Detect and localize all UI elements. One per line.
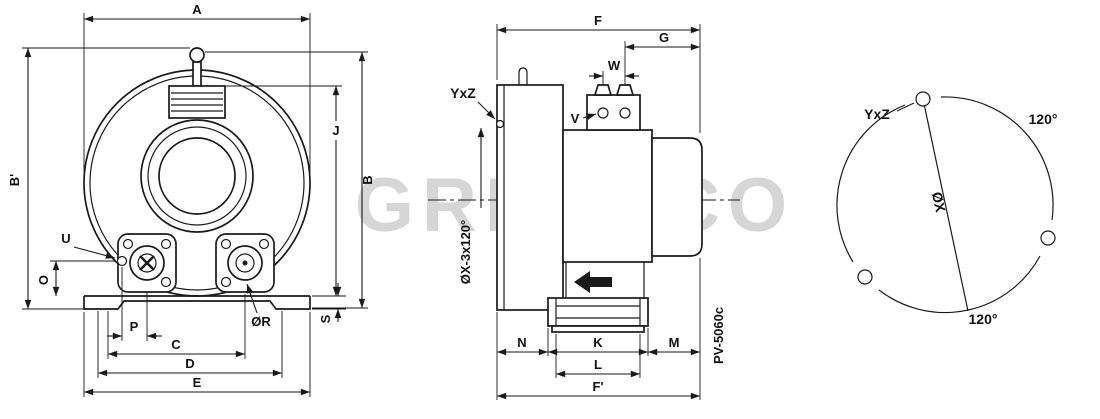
muffler-fins (171, 92, 223, 112)
dim-g: G (624, 30, 700, 71)
dim-label-f: F (594, 13, 602, 28)
port-right-center-dot (242, 260, 248, 266)
eyebolt-ring (189, 47, 205, 63)
top-muffler (168, 85, 226, 119)
dim-n: N (496, 312, 549, 400)
dim-label-u: U (61, 231, 70, 246)
dim-d: D (97, 311, 283, 378)
side-view-body (428, 67, 740, 333)
fan-cowl (651, 137, 703, 257)
lifting-pin (518, 67, 528, 85)
port-right-inner (235, 253, 255, 273)
outlet-silencer (547, 297, 649, 327)
dim-label-l: L (594, 357, 602, 372)
base-supports (565, 262, 645, 298)
front-view-body (83, 47, 311, 310)
terminal-box (586, 94, 641, 131)
dim-v: V (571, 111, 597, 126)
front-view: A B' B J U O (7, 2, 375, 397)
gland-hole-right (619, 107, 631, 119)
dim-label-f-prime: F' (592, 379, 603, 394)
flange-view: YxZ ØX 120° 120° (836, 91, 1058, 327)
dim-label-yxz-flange: YxZ (864, 106, 890, 122)
flow-arrow-icon (574, 271, 612, 293)
housing-plate (496, 84, 564, 311)
port-left-cross (139, 255, 155, 271)
bolt-hole-lower-left (857, 269, 873, 285)
dim-label-k: K (593, 335, 603, 350)
cable-gland-right (615, 84, 635, 96)
bottom-flange-plate (551, 325, 645, 333)
dim-a: A (83, 2, 311, 172)
silencer-detail (555, 298, 641, 326)
dim-w: W (589, 58, 639, 85)
motor-body (562, 129, 653, 263)
dim-l: L (555, 334, 641, 378)
flange-bolt-hole (160, 276, 172, 288)
dim-label-yxz-side: YxZ (450, 85, 476, 101)
model-code: PV-5060c (711, 307, 726, 364)
base-profile (83, 296, 311, 310)
dim-label-p: P (130, 319, 139, 334)
dim-p: P (107, 267, 162, 341)
dim-label-v: V (571, 111, 580, 126)
dim-label-e: E (193, 375, 202, 390)
yxz-hole (495, 119, 505, 129)
dim-label-d: D (185, 356, 194, 371)
dim-yxz-flange: YxZ (864, 102, 915, 122)
dim-bolt-pattern: ØX-3x120° (458, 128, 485, 284)
bolt-hole-top (915, 91, 931, 107)
dim-label-b: B (360, 175, 375, 184)
inlet-flange-circle (140, 119, 254, 233)
flange-bolt-hole (220, 276, 232, 288)
dim-label-bolt-pattern: ØX-3x120° (458, 220, 473, 284)
inlet-face-circle (147, 126, 247, 226)
flange-bolt-hole (122, 238, 134, 250)
dim-c: C (107, 294, 246, 359)
dim-f: F (496, 13, 701, 133)
dim-m: M (648, 258, 701, 400)
dim-label-phi-x: ØX (929, 190, 949, 214)
gland-hole-left (597, 107, 609, 119)
dim-label-m: M (669, 335, 680, 350)
eyebolt-stem (192, 61, 202, 87)
dim-label-w: W (608, 58, 621, 73)
dim-b: B (205, 51, 375, 309)
flange-view-body (836, 91, 1056, 314)
diameter-line (922, 98, 969, 312)
dim-f-prime: F' (497, 379, 700, 400)
port-left-inner (137, 253, 157, 273)
dim-label-phi-r: ØR (251, 314, 271, 329)
dim-phi-r: ØR (246, 283, 271, 329)
dim-label-g: G (659, 30, 669, 45)
inlet-bore-circle (158, 137, 236, 215)
dim-label-b-prime: B' (7, 174, 22, 186)
dim-s: S (312, 283, 346, 323)
dim-e: E (83, 312, 311, 397)
bolt-circle-arc (878, 255, 1041, 314)
angle-label-lower: 120° (969, 311, 998, 327)
dim-yxz-side: YxZ (450, 85, 496, 120)
bolt-circle-arc (836, 104, 906, 263)
cable-gland-left (593, 84, 613, 96)
dim-u: U (61, 231, 116, 259)
dim-label-c: C (171, 337, 181, 352)
dim-o: O (36, 260, 116, 296)
flange-bolt-hole (258, 238, 270, 250)
flange-bolt-hole (220, 238, 232, 250)
flange-bolt-hole (160, 238, 172, 250)
dim-label-s: S (318, 314, 333, 323)
bolt-hole-lower-right (1040, 230, 1056, 246)
u-mount-hole (116, 255, 128, 267)
side-view: F G W V YxZ ØX-3x120° (428, 13, 740, 400)
angle-label-upper: 120° (1029, 111, 1058, 127)
dim-label-n: N (517, 335, 526, 350)
dim-label-o: O (36, 275, 51, 285)
dim-b-prime: B' (7, 47, 190, 310)
bolt-circle-arc (940, 96, 1054, 221)
dim-label-j: J (332, 123, 339, 138)
dim-label-a: A (192, 2, 202, 17)
